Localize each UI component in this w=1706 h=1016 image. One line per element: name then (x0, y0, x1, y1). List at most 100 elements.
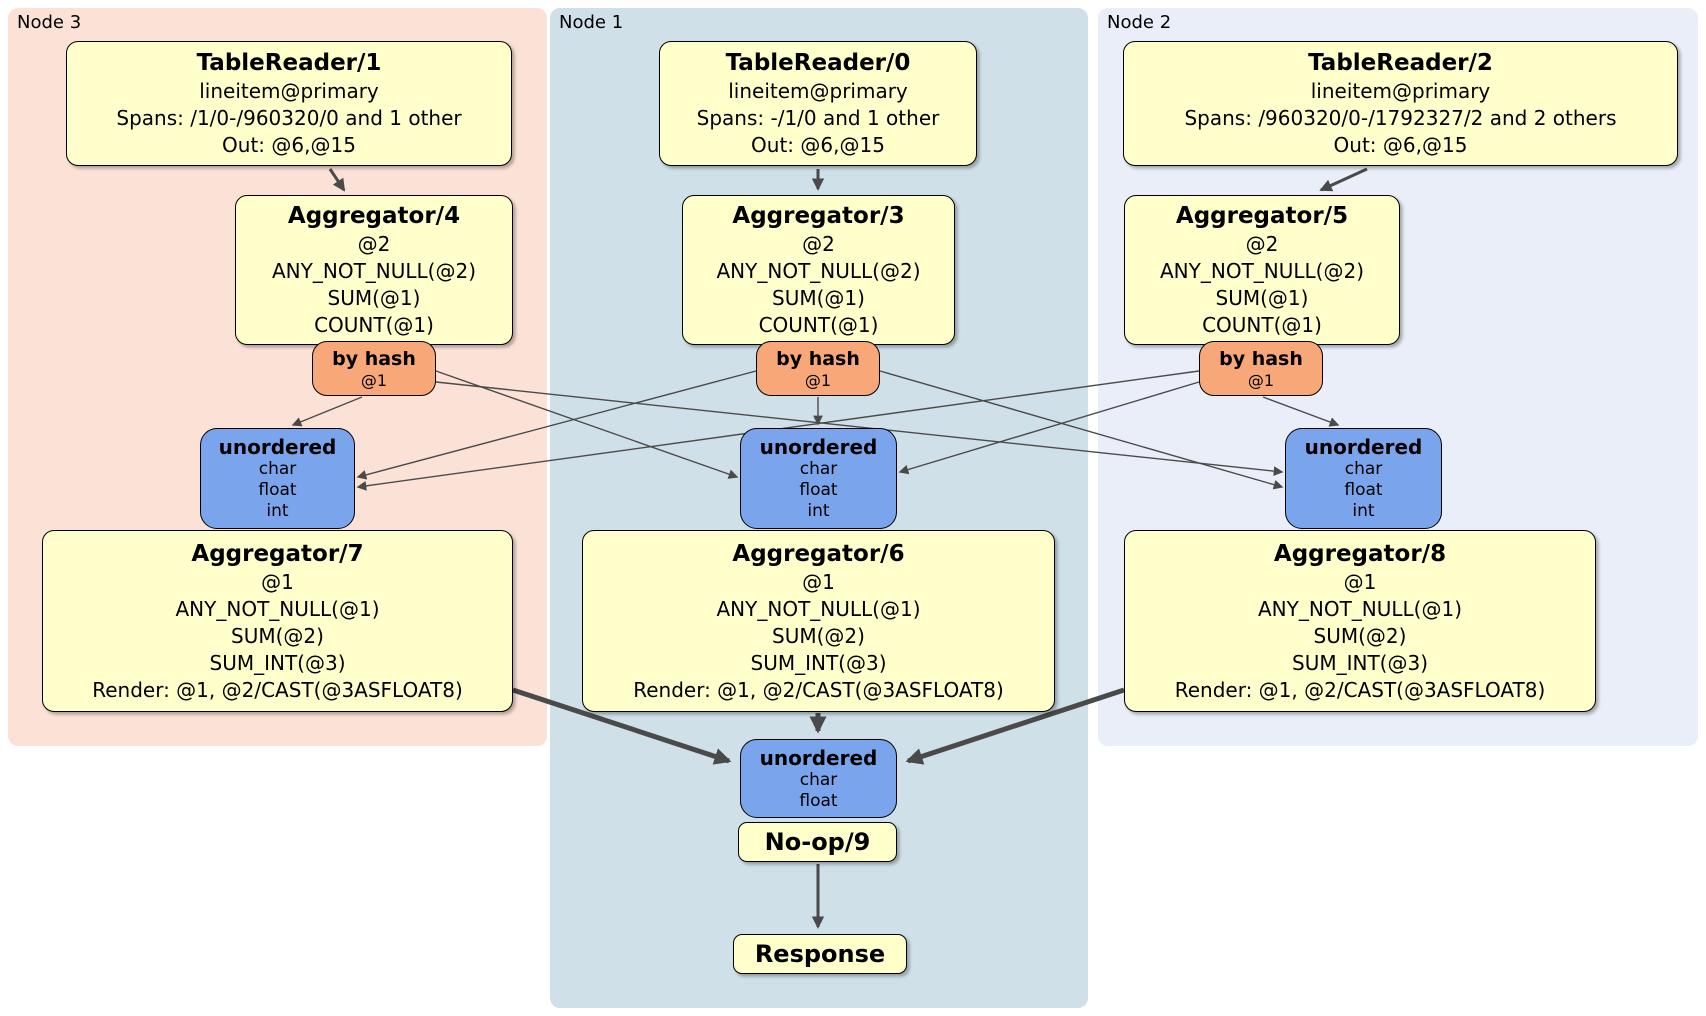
agg-func: ANY_NOT_NULL(@2) (716, 259, 921, 283)
sync-title: unordered (218, 435, 337, 459)
spans: Spans: -/1/0 and 1 other (696, 106, 940, 130)
agg-func: SUM(@1) (772, 286, 865, 310)
agg-func: SUM_INT(@3) (209, 650, 346, 675)
sync-unordered-node1: unordered char float int (740, 428, 897, 529)
processor-aggregator-4: Aggregator/4 @2 ANY_NOT_NULL(@2) SUM(@1)… (235, 195, 513, 345)
sync-type: char (258, 459, 297, 479)
processor-aggregator-5: Aggregator/5 @2 ANY_NOT_NULL(@2) SUM(@1)… (1124, 195, 1400, 345)
agg-func: SUM(@1) (1215, 286, 1309, 310)
sync-title: unordered (759, 745, 878, 770)
processor-title: Aggregator/4 (287, 203, 461, 229)
response-title: Response (754, 940, 886, 968)
agg-group-cols: @2 (357, 232, 391, 256)
sync-type: char (1344, 459, 1383, 479)
edge-agg7-finalsync (512, 687, 732, 765)
agg-func: SUM(@2) (1313, 623, 1407, 648)
processor-title: TableReader/0 (725, 50, 911, 76)
out-columns: Out: @6,@15 (751, 133, 885, 157)
processor-title: Aggregator/7 (191, 540, 364, 567)
agg-func: ANY_NOT_NULL(@1) (175, 596, 380, 621)
processor-title: Aggregator/5 (1175, 203, 1349, 229)
agg-render: Render: @1, @2/CAST(@3ASFLOAT8) (92, 677, 463, 702)
router-title: by hash (332, 347, 416, 370)
node-label: Node 2 (1107, 12, 1172, 33)
agg-render: Render: @1, @2/CAST(@3ASFLOAT8) (633, 677, 1004, 702)
router-title: by hash (1219, 347, 1303, 370)
sync-type: float (799, 480, 838, 500)
spans: Spans: /960320/0-/1792327/2 and 2 others (1184, 106, 1617, 130)
edge-hash3-sync3 (356, 370, 757, 480)
agg-render: Render: @1, @2/CAST(@3ASFLOAT8) (1174, 677, 1546, 702)
processor-title: Aggregator/8 (1273, 540, 1447, 567)
sync-type: int (266, 501, 289, 521)
agg-func: SUM(@1) (327, 286, 421, 310)
sync-type: float (1344, 480, 1383, 500)
agg-func: SUM_INT(@3) (750, 650, 887, 675)
processor-aggregator-6: Aggregator/6 @1 ANY_NOT_NULL(@1) SUM(@2)… (582, 530, 1055, 712)
edge-hash4-sync3 (291, 396, 363, 427)
agg-group-cols: @2 (802, 232, 835, 256)
processor-tablereader-0: TableReader/0 lineitem@primary Spans: -/… (659, 41, 977, 166)
agg-func: ANY_NOT_NULL(@1) (1258, 596, 1462, 621)
processor-title: TableReader/2 (1308, 50, 1493, 76)
agg-func: SUM(@2) (772, 623, 865, 648)
processor-aggregator-3: Aggregator/3 @2 ANY_NOT_NULL(@2) SUM(@1)… (682, 195, 955, 345)
edge-hash5-sync1 (898, 381, 1200, 475)
processor-noop-9: No-op/9 (738, 822, 897, 862)
agg-func: COUNT(@1) (758, 313, 879, 337)
node-label: Node 1 (559, 12, 624, 33)
node-label: Node 3 (17, 12, 82, 33)
agg-func: ANY_NOT_NULL(@2) (272, 259, 476, 283)
router-by-hash-node1: by hash @1 (756, 341, 880, 396)
agg-func: ANY_NOT_NULL(@2) (1160, 259, 1364, 283)
router-columns: @1 (1247, 370, 1275, 390)
out-columns: Out: @6,@15 (1333, 133, 1468, 157)
processor-title: Aggregator/3 (732, 203, 905, 229)
router-by-hash-node2: by hash @1 (1199, 341, 1323, 396)
agg-func: SUM_INT(@3) (1292, 650, 1428, 675)
response-box: Response (733, 934, 907, 974)
agg-func: COUNT(@1) (314, 313, 434, 337)
spans: Spans: /1/0-/960320/0 and 1 other (116, 106, 462, 130)
agg-func: SUM(@2) (231, 623, 324, 648)
processor-title: Aggregator/6 (732, 540, 905, 567)
out-columns: Out: @6,@15 (222, 133, 356, 157)
agg-func: ANY_NOT_NULL(@1) (716, 596, 921, 621)
edge-hash3-sync2 (879, 370, 1284, 490)
edge-agg8-finalsync (905, 687, 1125, 765)
table-index: lineitem@primary (199, 79, 379, 103)
agg-func: COUNT(@1) (1202, 313, 1322, 337)
sync-unordered-final: unordered char float (740, 739, 897, 818)
agg-group-cols: @2 (1245, 232, 1279, 256)
sync-title: unordered (1304, 435, 1423, 459)
agg-group-cols: @1 (261, 569, 294, 594)
edge-hash5-sync2 (1262, 396, 1340, 427)
agg-group-cols: @1 (802, 569, 835, 594)
processor-title: TableReader/1 (196, 50, 382, 76)
router-columns: @1 (804, 370, 832, 390)
edge-tr2-agg5 (1319, 167, 1368, 192)
sync-type: float (799, 790, 838, 811)
edge-hash4-sync1 (435, 370, 739, 479)
edge-hash4-sync2 (435, 381, 1284, 476)
sync-unordered-node2: unordered char float int (1285, 428, 1442, 529)
sync-type: char (799, 459, 838, 479)
sync-type: char (799, 769, 838, 790)
table-index: lineitem@primary (728, 79, 908, 103)
processor-tablereader-2: TableReader/2 lineitem@primary Spans: /9… (1123, 41, 1678, 166)
agg-group-cols: @1 (1343, 569, 1377, 594)
router-by-hash-node3: by hash @1 (312, 341, 436, 396)
edge-tr1-agg4 (328, 168, 346, 192)
router-columns: @1 (360, 370, 388, 390)
sync-title: unordered (759, 435, 878, 459)
processor-aggregator-8: Aggregator/8 @1 ANY_NOT_NULL(@1) SUM(@2)… (1124, 530, 1596, 712)
sync-type: int (1352, 501, 1375, 521)
sync-unordered-node3: unordered char float int (200, 428, 355, 529)
table-index: lineitem@primary (1310, 79, 1491, 103)
sync-type: float (258, 480, 297, 500)
processor-title: No-op/9 (764, 828, 871, 856)
sync-type: int (807, 501, 830, 521)
router-title: by hash (776, 347, 860, 370)
processor-aggregator-7: Aggregator/7 @1 ANY_NOT_NULL(@1) SUM(@2)… (42, 530, 513, 712)
processor-tablereader-1: TableReader/1 lineitem@primary Spans: /1… (66, 41, 512, 166)
